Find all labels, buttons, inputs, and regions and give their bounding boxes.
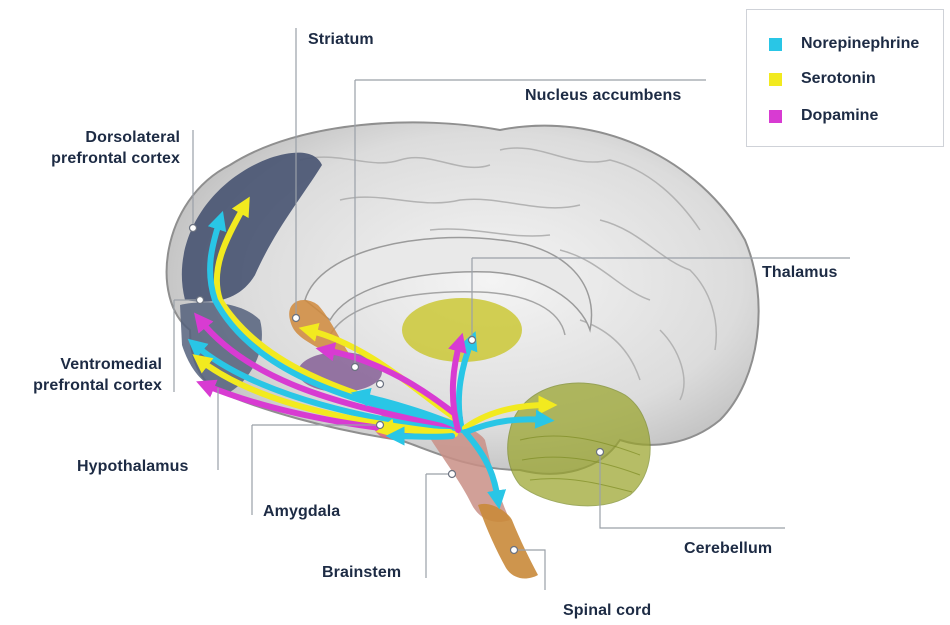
label-striatum: Striatum bbox=[308, 29, 374, 50]
legend-swatch-serotonin bbox=[769, 73, 782, 86]
label-cerebellum: Cerebellum bbox=[684, 538, 772, 559]
legend-label-norepinephrine: Norepinephrine bbox=[801, 35, 919, 53]
legend: Norepinephrine Serotonin Dopamine bbox=[746, 9, 944, 147]
spinal-cord-region bbox=[478, 504, 538, 579]
legend-label-dopamine: Dopamine bbox=[801, 107, 878, 125]
legend-swatch-norepinephrine bbox=[769, 38, 782, 51]
legend-label-serotonin: Serotonin bbox=[801, 70, 876, 88]
legend-item-dopamine: Dopamine bbox=[769, 105, 878, 127]
cerebellum-region bbox=[508, 383, 650, 506]
label-spinal-cord: Spinal cord bbox=[563, 600, 651, 621]
label-dorsolateral-line2: prefrontal cortex bbox=[40, 148, 180, 169]
norepinephrine-arrow-amygdala-low bbox=[395, 436, 452, 437]
thalamus-region bbox=[402, 298, 522, 362]
label-ventromedial-line2: prefrontal cortex bbox=[10, 375, 162, 396]
label-amygdala: Amygdala bbox=[263, 501, 340, 522]
label-nucleus-accumbens: Nucleus accumbens bbox=[525, 85, 681, 106]
legend-swatch-dopamine bbox=[769, 110, 782, 123]
legend-item-norepinephrine: Norepinephrine bbox=[769, 33, 919, 55]
label-hypothalamus: Hypothalamus bbox=[77, 456, 188, 477]
serotonin-arrow-amygdala bbox=[385, 429, 450, 432]
legend-item-serotonin: Serotonin bbox=[769, 68, 876, 90]
label-brainstem: Brainstem bbox=[322, 562, 401, 583]
label-thalamus: Thalamus bbox=[762, 262, 838, 283]
label-ventromedial-line1: Ventromedial bbox=[20, 354, 162, 375]
label-dorsolateral-line1: Dorsolateral bbox=[60, 127, 180, 148]
